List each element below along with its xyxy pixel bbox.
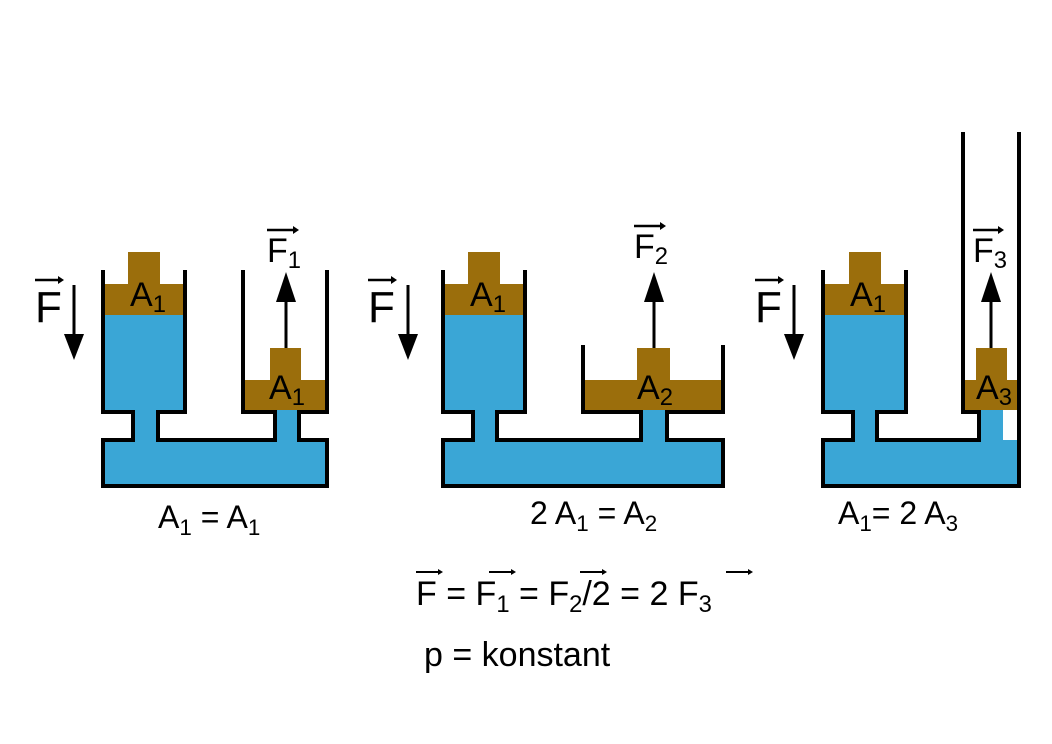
- right-piston-label: A3: [976, 369, 1012, 411]
- area-relation: A1 = A1: [158, 499, 260, 540]
- left-piston-head: [105, 284, 183, 315]
- output-force-arrow-head: [276, 272, 296, 302]
- pressure-statement: p = konstant: [424, 636, 611, 674]
- right-piston-rod: [976, 348, 1007, 382]
- system-1: A1 A1 F F1 A1 = A1: [35, 226, 329, 540]
- left-piston-label: A1: [470, 276, 506, 318]
- right-piston-rod: [270, 348, 301, 382]
- right-piston-rod: [637, 348, 670, 382]
- vector-tip: [748, 569, 753, 575]
- fluid-channel: [443, 440, 723, 486]
- fluid-left-neck: [473, 408, 497, 444]
- fluid-left-neck: [853, 408, 877, 444]
- left-piston-head: [445, 284, 523, 315]
- area-relation: 2 A1 = A2: [530, 495, 657, 536]
- input-force-label: F: [755, 283, 782, 332]
- vector-tip: [602, 569, 607, 575]
- output-force-arrow-head: [981, 272, 1001, 302]
- input-force-label: F: [368, 283, 395, 332]
- left-cylinder-inner-wall: [875, 132, 981, 442]
- right-piston-head: [245, 380, 325, 410]
- left-cylinder-wall: [821, 132, 1021, 488]
- fluid-right-neck: [277, 408, 297, 444]
- left-piston-head: [825, 284, 904, 315]
- force-equation: F = F1 = F2/2 = 2 F3: [416, 569, 753, 618]
- fluid-left-column: [443, 315, 525, 412]
- output-force-label: F2: [634, 228, 668, 270]
- fluid-right-neck: [641, 408, 665, 444]
- vector-tip: [511, 569, 516, 575]
- input-force-arrow-head: [398, 334, 418, 360]
- left-piston-rod: [468, 252, 500, 286]
- left-cylinder-wall: [101, 270, 329, 488]
- fluid-left-column: [823, 315, 906, 412]
- vector-tip: [391, 276, 397, 284]
- output-force-label: F1: [267, 232, 301, 274]
- vector-tip: [293, 226, 299, 234]
- right-piston-label: A2: [637, 369, 673, 411]
- vector-tip: [998, 226, 1004, 234]
- force-equation-text: F = F1 = F2/2 = 2 F3: [416, 575, 712, 618]
- fluid-right-neck: [979, 408, 1003, 444]
- right-piston-head: [585, 380, 721, 410]
- vector-tip: [58, 276, 64, 284]
- left-cylinder-inner-wall: [495, 270, 643, 442]
- fluid-channel: [823, 440, 1019, 486]
- input-force-arrow-head: [784, 334, 804, 360]
- left-piston-label: A1: [850, 276, 886, 318]
- right-piston-label: A1: [269, 369, 305, 411]
- input-force-arrow-head: [64, 334, 84, 360]
- vector-tip: [660, 222, 666, 230]
- vector-tip: [778, 276, 784, 284]
- fluid-left-column: [105, 315, 183, 410]
- fluid-left-neck: [135, 408, 156, 444]
- area-relation: A1= 2 A3: [838, 495, 958, 536]
- output-force-arrow-head: [644, 272, 664, 302]
- left-piston-label: A1: [130, 276, 166, 318]
- system-2: A1 A2 F F2 2 A1 = A2: [368, 222, 725, 536]
- left-cylinder-inner-wall: [156, 270, 277, 442]
- system-3: A1 A3 F F3 A1= 2 A3: [755, 132, 1021, 536]
- left-piston-rod: [128, 252, 160, 286]
- left-cylinder-wall: [441, 270, 725, 488]
- right-piston-head: [965, 380, 1017, 410]
- input-force-label: F: [35, 283, 62, 332]
- vector-tip: [438, 569, 443, 575]
- output-force-label: F3: [973, 232, 1007, 274]
- left-piston-rod: [849, 252, 881, 286]
